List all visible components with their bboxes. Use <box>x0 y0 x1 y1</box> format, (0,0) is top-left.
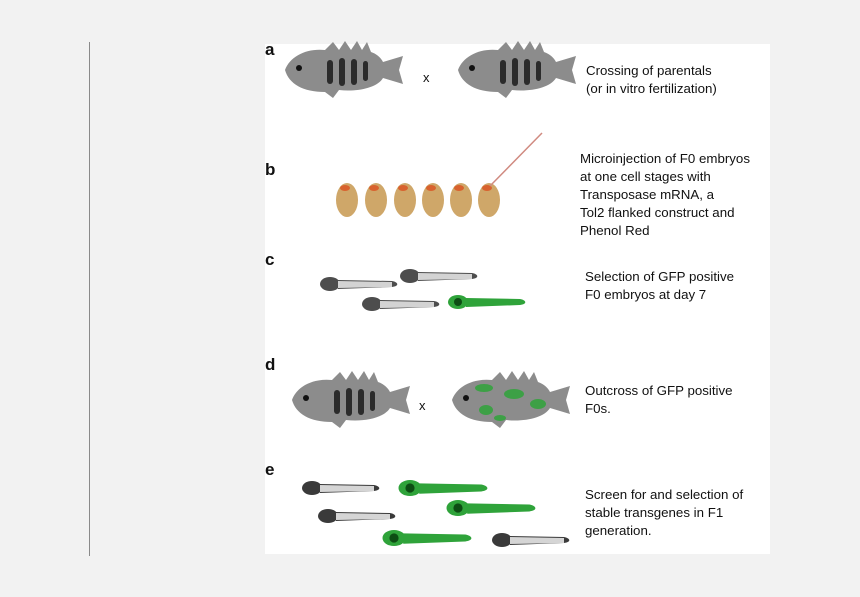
outcross-fish-left <box>292 371 410 428</box>
gfp-cichlid-fish-icon <box>452 371 570 428</box>
larva-icon <box>362 297 440 311</box>
gfp-larva-icon <box>446 499 536 517</box>
caption-a: Crossing of parentals (or in vitro ferti… <box>586 63 717 96</box>
embryo-icon <box>365 183 387 217</box>
embryo-icon <box>450 183 472 217</box>
cross-symbol-a: x <box>423 70 430 85</box>
embryo-icon <box>336 183 358 217</box>
gfp-larva-icon <box>398 479 488 497</box>
embryo-row <box>336 183 500 217</box>
panel-label-d: d <box>265 355 276 374</box>
larva-icon <box>318 509 396 523</box>
caption-c: Selection of GFP positive F0 embryos at … <box>585 269 735 302</box>
injection-needle-icon <box>489 132 543 187</box>
gfp-larva-icon <box>448 295 526 309</box>
larva-icon <box>302 481 380 495</box>
larva-icon <box>400 269 478 283</box>
left-rule <box>89 42 90 556</box>
panel-label-a: a <box>265 40 275 59</box>
larva-icon <box>492 533 570 547</box>
caption-b: Microinjection of F0 embryos at one cell… <box>580 151 750 238</box>
embryo-icon <box>478 183 500 217</box>
caption-e: Screen for and selection of stable trans… <box>585 487 744 538</box>
parent-fish-right <box>458 41 576 98</box>
embryo-icon <box>394 183 416 217</box>
embryo-icon <box>422 183 444 217</box>
parent-fish-left <box>285 41 403 98</box>
cross-symbol-d: x <box>419 398 426 413</box>
larva-icon <box>320 277 398 291</box>
panel-label-b: b <box>265 160 276 179</box>
gfp-larva-icon <box>382 529 472 547</box>
panel-label-c: c <box>265 250 275 269</box>
caption-d: Outcross of GFP positive F0s. <box>585 383 733 416</box>
panel-label-e: e <box>265 460 275 479</box>
